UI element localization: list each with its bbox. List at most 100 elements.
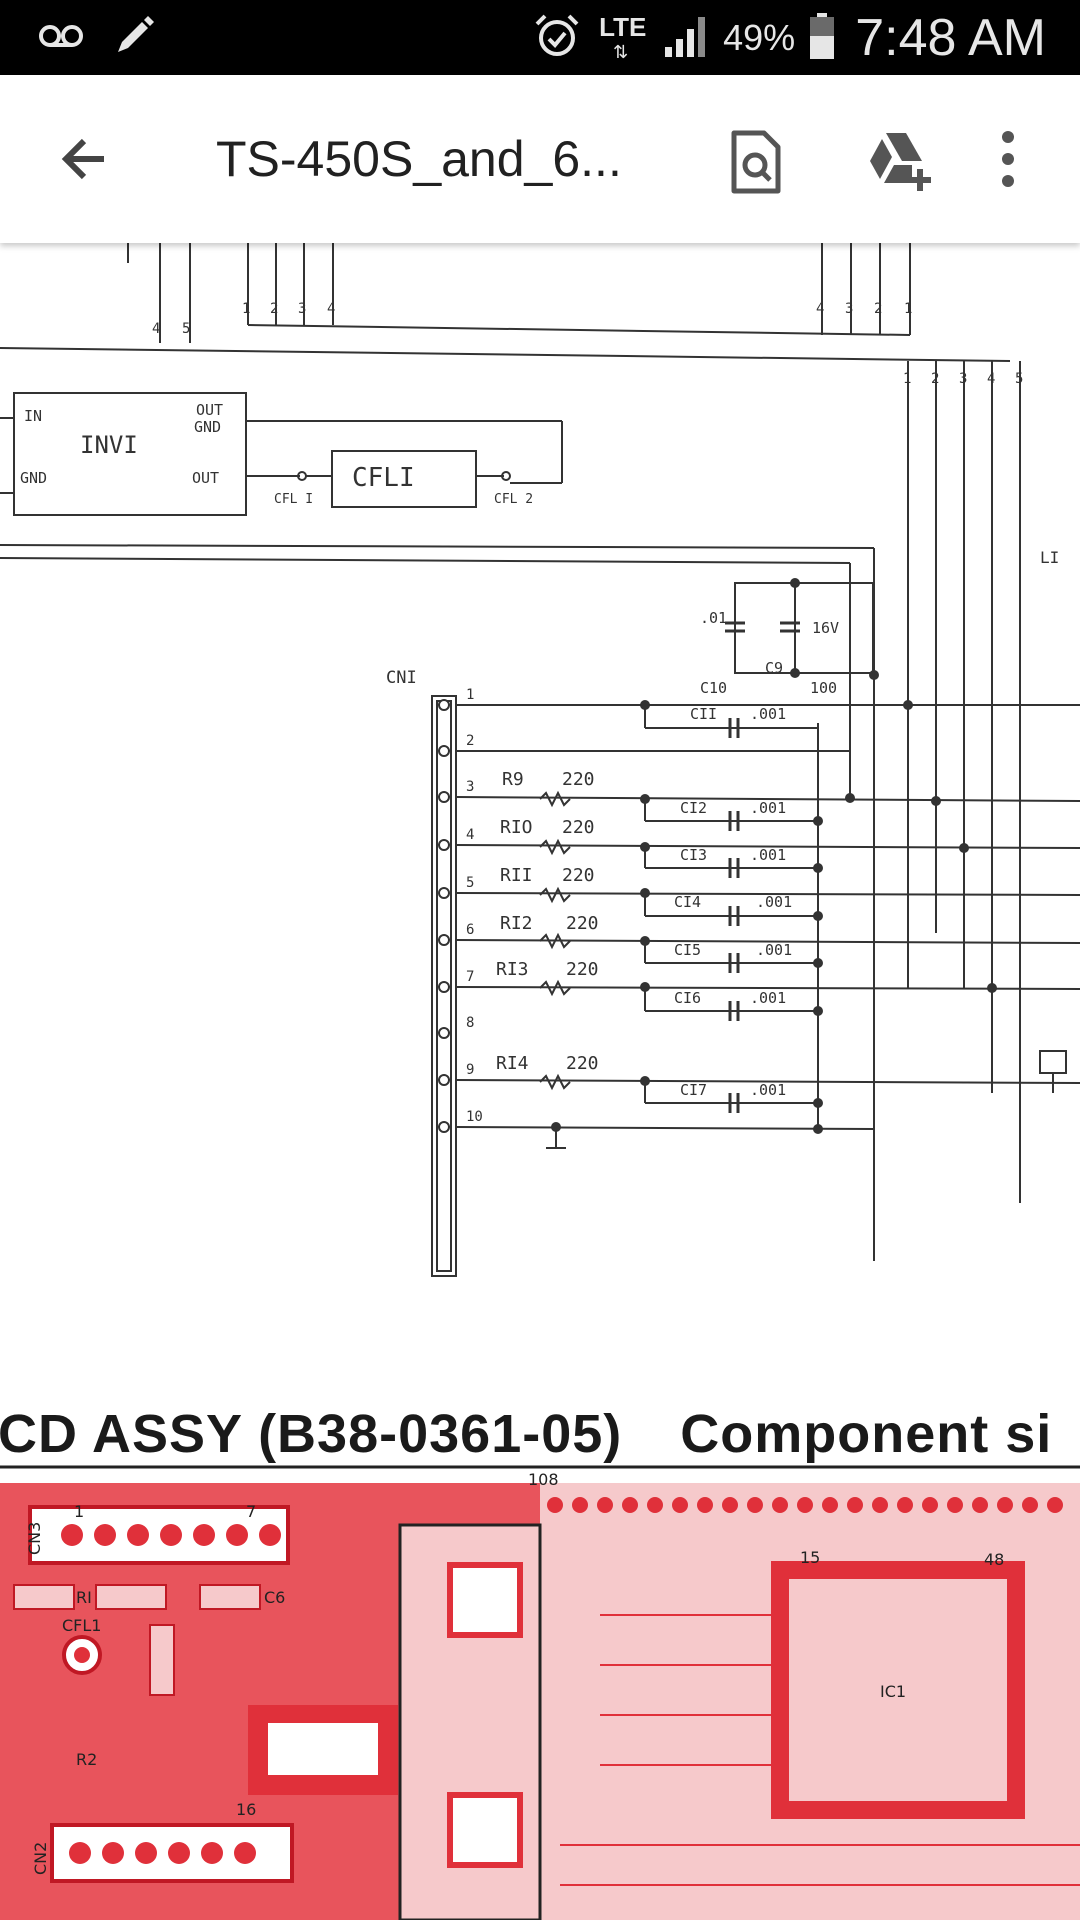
lte-indicator: LTE ⇅: [595, 8, 649, 68]
pin-4: 4: [466, 827, 474, 843]
top-wire-right-2: 2: [874, 301, 882, 317]
resistor-r13-value: 220: [566, 959, 599, 980]
inv-pin-gnd: GND: [20, 469, 47, 487]
heading-assembly: CD ASSY (B38-0361-05): [0, 1404, 623, 1464]
top-wire-right-1: 1: [904, 301, 912, 317]
cap-c15: CI5: [674, 941, 701, 959]
alarm-icon: [533, 12, 581, 64]
resistor-r14-value: 220: [566, 1053, 599, 1074]
pcb-label-ic1: IC1: [880, 1682, 906, 1701]
cap-c15-value: .001: [756, 941, 792, 959]
cap-c13: CI3: [680, 846, 707, 864]
find-in-page-icon[interactable]: [724, 127, 788, 199]
bus-1: 1: [903, 371, 911, 387]
edit-icon: [112, 14, 156, 62]
pin-3: 3: [466, 779, 474, 795]
pcb-label-cfl1: CFL1: [62, 1616, 101, 1635]
bus-2: 2: [931, 371, 939, 387]
cap-top-c10-value: .01: [700, 609, 727, 627]
cap-c13-value: .001: [750, 846, 786, 864]
pcb-label-cn2: CN2: [31, 1842, 50, 1875]
inv-pin-gnd2: GND: [194, 418, 221, 436]
top-wire-mid-4: 4: [327, 301, 335, 317]
pin-1: 1: [466, 687, 474, 703]
cap-c16: CI6: [674, 989, 701, 1007]
status-bar: LTE ⇅ 49% 7:48 AM: [0, 0, 1080, 75]
cap-top-c9-voltage: 16V: [812, 619, 839, 637]
pin-7: 7: [466, 969, 474, 985]
top-wire-mid-1: 1: [242, 301, 250, 317]
cfl-pin-1: CFL I: [274, 492, 313, 507]
resistor-r11: RII: [500, 865, 533, 886]
resistor-r12: RI2: [500, 913, 533, 934]
add-to-drive-icon[interactable]: [864, 129, 936, 193]
resistor-r11-value: 220: [562, 865, 595, 886]
resistor-r10: RIO: [500, 817, 533, 838]
resistor-r10-value: 220: [562, 817, 595, 838]
inductor-label: LI: [1040, 548, 1059, 567]
inv-label: INVI: [80, 431, 138, 459]
top-wire-left-5: 5: [182, 321, 190, 337]
pin-9: 9: [466, 1062, 474, 1078]
battery-icon: [809, 12, 835, 64]
top-wire-mid-3: 3: [298, 301, 306, 317]
pcb-layout-image: CN3 CN2 RI C6 CFL1 R2 IC1 108 48 15 16 1…: [0, 1465, 1080, 1920]
network-type-label: LTE: [599, 11, 647, 42]
cfl-label: CFLI: [352, 463, 415, 493]
inv-pin-out2: OUT: [192, 469, 219, 487]
back-arrow-icon[interactable]: [54, 127, 118, 191]
cap-c16-value: .001: [750, 989, 786, 1007]
section-heading: CD ASSY (B38-0361-05) Component si: [0, 1403, 1080, 1465]
pcb-label-r2: R2: [76, 1750, 97, 1769]
cap-c11: CII: [690, 705, 717, 723]
pin-6: 6: [466, 922, 474, 938]
cap-c17-value: .001: [750, 1081, 786, 1099]
pin-2: 2: [466, 733, 474, 749]
pin-10: 10: [466, 1109, 483, 1125]
resistor-r13: RI3: [496, 959, 529, 980]
cap-c17: CI7: [680, 1081, 707, 1099]
cap-c14-value: .001: [756, 893, 792, 911]
cap-c14: CI4: [674, 893, 701, 911]
top-wire-left-4: 4: [152, 321, 160, 337]
bus-5: 5: [1015, 371, 1023, 387]
more-vert-icon[interactable]: [990, 127, 1026, 191]
cfl-pin-2: CFL 2: [494, 492, 533, 507]
top-wire-right-3: 3: [845, 301, 853, 317]
pdf-page-view[interactable]: INVI IN GND OUT GND OUT CFLI CFL I CFL 2…: [0, 243, 1080, 1920]
connector-label: CNI: [386, 668, 417, 688]
pin-8: 8: [466, 1015, 474, 1031]
cap-c12: CI2: [680, 799, 707, 817]
pcb-label-108: 108: [528, 1470, 559, 1489]
pcb-label-1: 1: [74, 1502, 84, 1521]
pcb-label-cn3: CN3: [25, 1522, 44, 1555]
top-wire-right-4: 4: [816, 301, 824, 317]
app-bar: TS-450S_and_6...: [0, 75, 1080, 243]
pcb-label-7: 7: [246, 1502, 256, 1521]
data-activity-icon: ⇅: [613, 41, 629, 63]
heading-component-side: Component si: [680, 1404, 1053, 1464]
battery-percent: 49%: [723, 16, 796, 58]
inv-pin-out1: OUT: [196, 401, 223, 419]
bus-3: 3: [959, 371, 967, 387]
bus-4: 4: [987, 371, 995, 387]
cap-top-c9: C9: [765, 659, 783, 677]
inv-pin-in: IN: [24, 407, 42, 425]
cap-top-c10: C10: [700, 679, 727, 697]
pcb-label-15: 15: [800, 1548, 820, 1567]
pin-5: 5: [466, 875, 474, 891]
resistor-r12-value: 220: [566, 913, 599, 934]
cap-top-c9-value: 100: [810, 679, 837, 697]
cap-c11-value: .001: [750, 705, 786, 723]
pcb-label-c6: C6: [264, 1588, 285, 1607]
clock: 7:48 AM: [855, 8, 1046, 67]
pcb-label-r1: RI: [76, 1588, 92, 1607]
pcb-label-48: 48: [984, 1550, 1004, 1569]
pcb-label-16: 16: [236, 1800, 256, 1819]
resistor-r9-value: 220: [562, 769, 595, 790]
signal-icon: [663, 13, 709, 63]
top-wire-mid-2: 2: [270, 301, 278, 317]
schematic-diagram: INVI IN GND OUT GND OUT CFLI CFL I CFL 2…: [0, 243, 1080, 1277]
cap-c12-value: .001: [750, 799, 786, 817]
resistor-r14: RI4: [496, 1053, 529, 1074]
